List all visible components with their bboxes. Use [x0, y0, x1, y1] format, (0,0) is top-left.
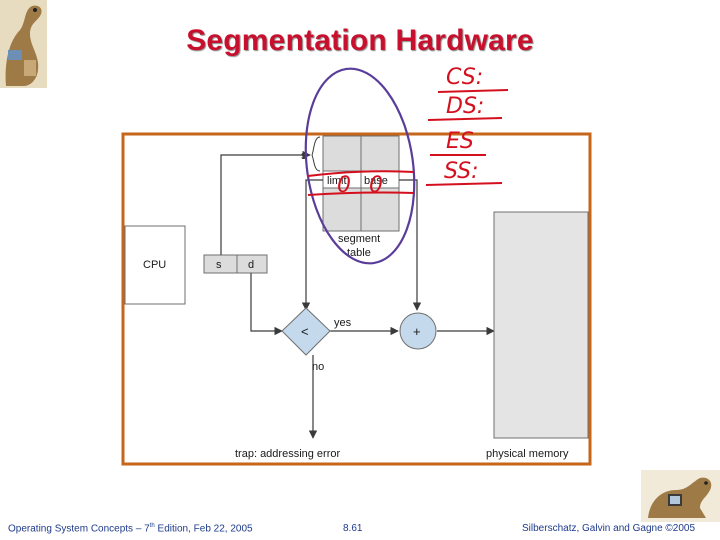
dinosaur-logo-top-left-icon	[0, 0, 47, 88]
s-to-table-arrow	[220, 150, 311, 255]
limit-label: limit	[327, 175, 347, 187]
annotation-circle	[304, 67, 416, 265]
adder-circle	[399, 312, 437, 350]
annotation-ss: SS:	[444, 159, 479, 184]
cpu-label: CPU	[143, 259, 166, 271]
annotation-es: ES	[446, 129, 474, 154]
annotation-cs: CS:	[446, 65, 483, 90]
annotation-zero-base: 0	[369, 173, 383, 198]
base-label: base	[364, 175, 388, 187]
footer-copyright: Silberschatz, Galvin and Gagne ©2005	[522, 523, 696, 534]
physical-memory-block	[493, 211, 589, 439]
limit-to-comparator-arrow	[301, 179, 323, 311]
segment-table-label-2: table	[347, 247, 371, 259]
footer-page-number: 8.61	[343, 523, 363, 534]
trap-label: trap: addressing error	[235, 448, 340, 460]
base-to-adder-arrow	[399, 179, 422, 311]
annotation-zero-limit: 0	[337, 173, 351, 198]
no-label: no	[312, 361, 324, 373]
dinosaur-logo-bottom-right-icon	[641, 470, 720, 522]
d-to-comparator-arrow	[250, 273, 283, 336]
adder-symbol: +	[413, 324, 421, 339]
comparator-symbol: <	[301, 324, 309, 339]
annotation-ds: DS:	[446, 94, 484, 119]
segment-table-label-1: segment	[338, 233, 380, 245]
slide-title: Segmentation Hardware	[186, 24, 534, 57]
comparator-diamond	[281, 307, 331, 356]
physical-memory-label: physical memory	[486, 448, 569, 460]
annotation-underline-entry	[307, 170, 415, 196]
footer-course: Operating System Concepts – 7th Edition,…	[8, 523, 253, 535]
address-d-label: d	[248, 259, 254, 271]
cpu-box	[124, 225, 186, 305]
yes-label: yes	[334, 317, 352, 329]
address-d-cell	[236, 254, 268, 274]
address-s-label: s	[216, 259, 222, 271]
